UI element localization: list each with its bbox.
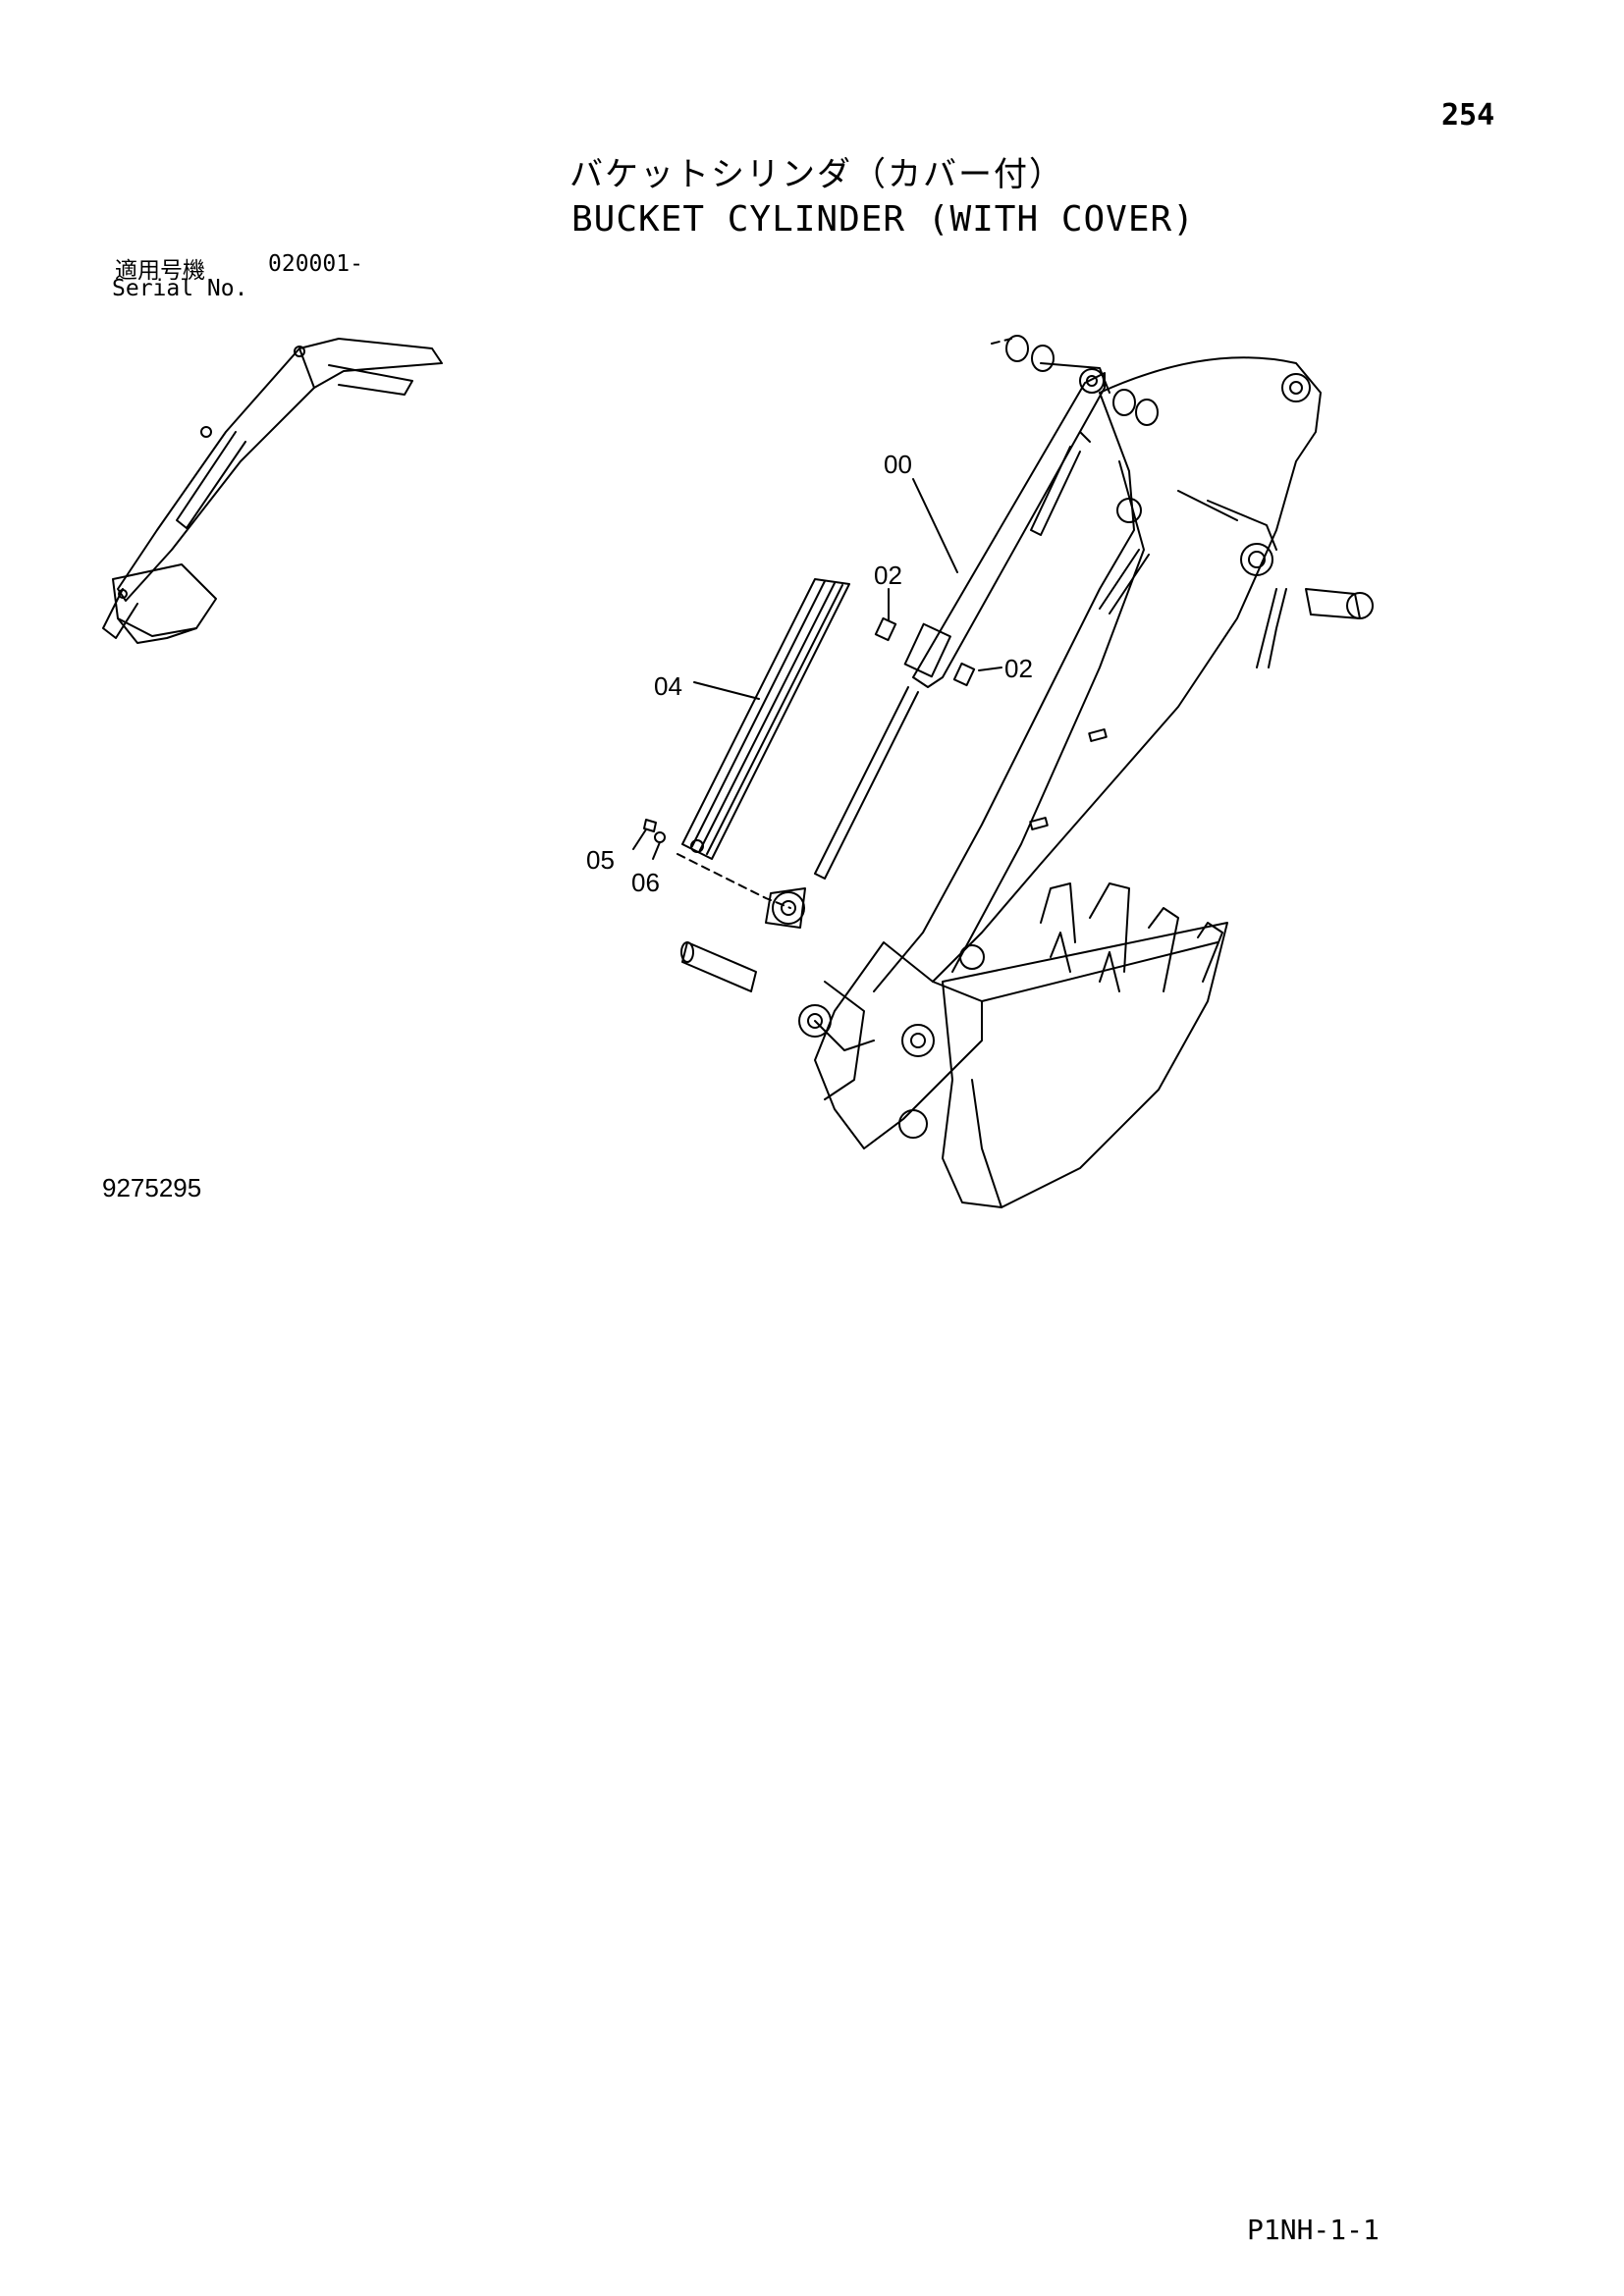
callout-02-upper: 02	[874, 561, 902, 590]
page-title-japanese: バケットシリンダ（カバー付）	[569, 155, 1064, 194]
page-title-english: BUCKET CYLINDER (WITH COVER)	[571, 199, 1195, 240]
serial-number-value: 020001-	[268, 251, 363, 277]
serial-label-english: Serial No.	[112, 276, 248, 301]
page-number: 254	[1441, 98, 1495, 133]
callout-02-lower: 02	[1004, 654, 1033, 683]
arm-assembly-drawing	[643, 335, 1374, 1208]
excavator-overview-sketch	[102, 338, 443, 644]
callout-05: 05	[586, 845, 615, 875]
callout-00: 00	[884, 450, 912, 479]
callout-04: 04	[654, 671, 682, 701]
callout-leaders	[632, 478, 1002, 860]
callout-06: 06	[631, 868, 660, 897]
serial-label-japanese: 適用号機	[115, 258, 205, 284]
footer-code: P1NH-1-1	[1247, 2214, 1380, 2246]
drawing-number: 9275295	[102, 1173, 202, 1202]
